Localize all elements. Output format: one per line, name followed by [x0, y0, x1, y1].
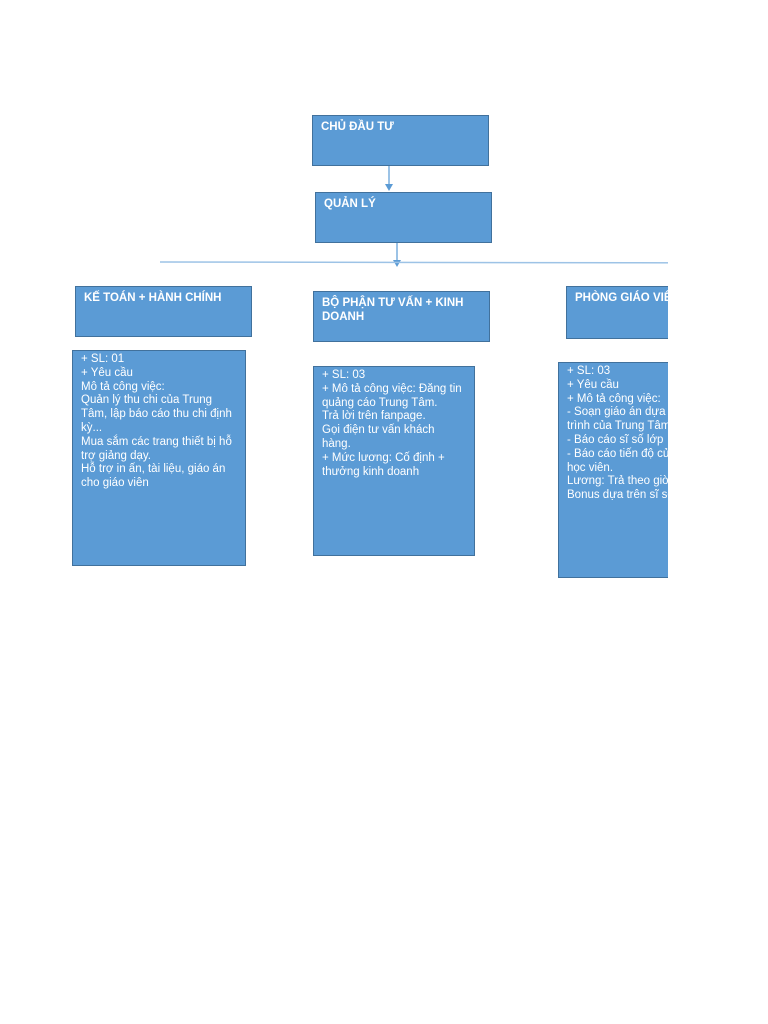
node-accounting-label: KẾ TOÁN + HÀNH CHÍNH	[84, 292, 222, 304]
node-accounting-details-text: + SL: 01 + Yêu cầu Mô tả công việc: Quản…	[81, 353, 232, 490]
node-teachers-label: PHÒNG GIÁO VIÊN	[575, 292, 680, 304]
node-owner-label: CHỦ ĐẦU TƯ	[321, 121, 394, 133]
page-crop-mask	[668, 0, 768, 1024]
node-accounting-details: + SL: 01 + Yêu cầu Mô tả công việc: Quản…	[72, 350, 246, 566]
node-sales-details: + SL: 03 + Mô tả công việc: Đăng tin quả…	[313, 366, 475, 556]
node-sales: BỘ PHẬN TƯ VẤN + KINH DOANH	[313, 291, 490, 342]
arrowhead-to-manager	[385, 184, 393, 191]
node-manager-label: QUẢN LÝ	[324, 198, 376, 210]
department-bus-line	[159, 261, 768, 264]
node-owner: CHỦ ĐẦU TƯ	[312, 115, 489, 166]
node-accounting: KẾ TOÁN + HÀNH CHÍNH	[75, 286, 252, 337]
node-sales-label: BỘ PHẬN TƯ VẤN + KINH DOANH	[322, 297, 464, 323]
arrowhead-to-bus	[393, 260, 401, 267]
node-sales-details-text: + SL: 03 + Mô tả công việc: Đăng tin quả…	[322, 369, 462, 478]
node-manager: QUẢN LÝ	[315, 192, 492, 243]
